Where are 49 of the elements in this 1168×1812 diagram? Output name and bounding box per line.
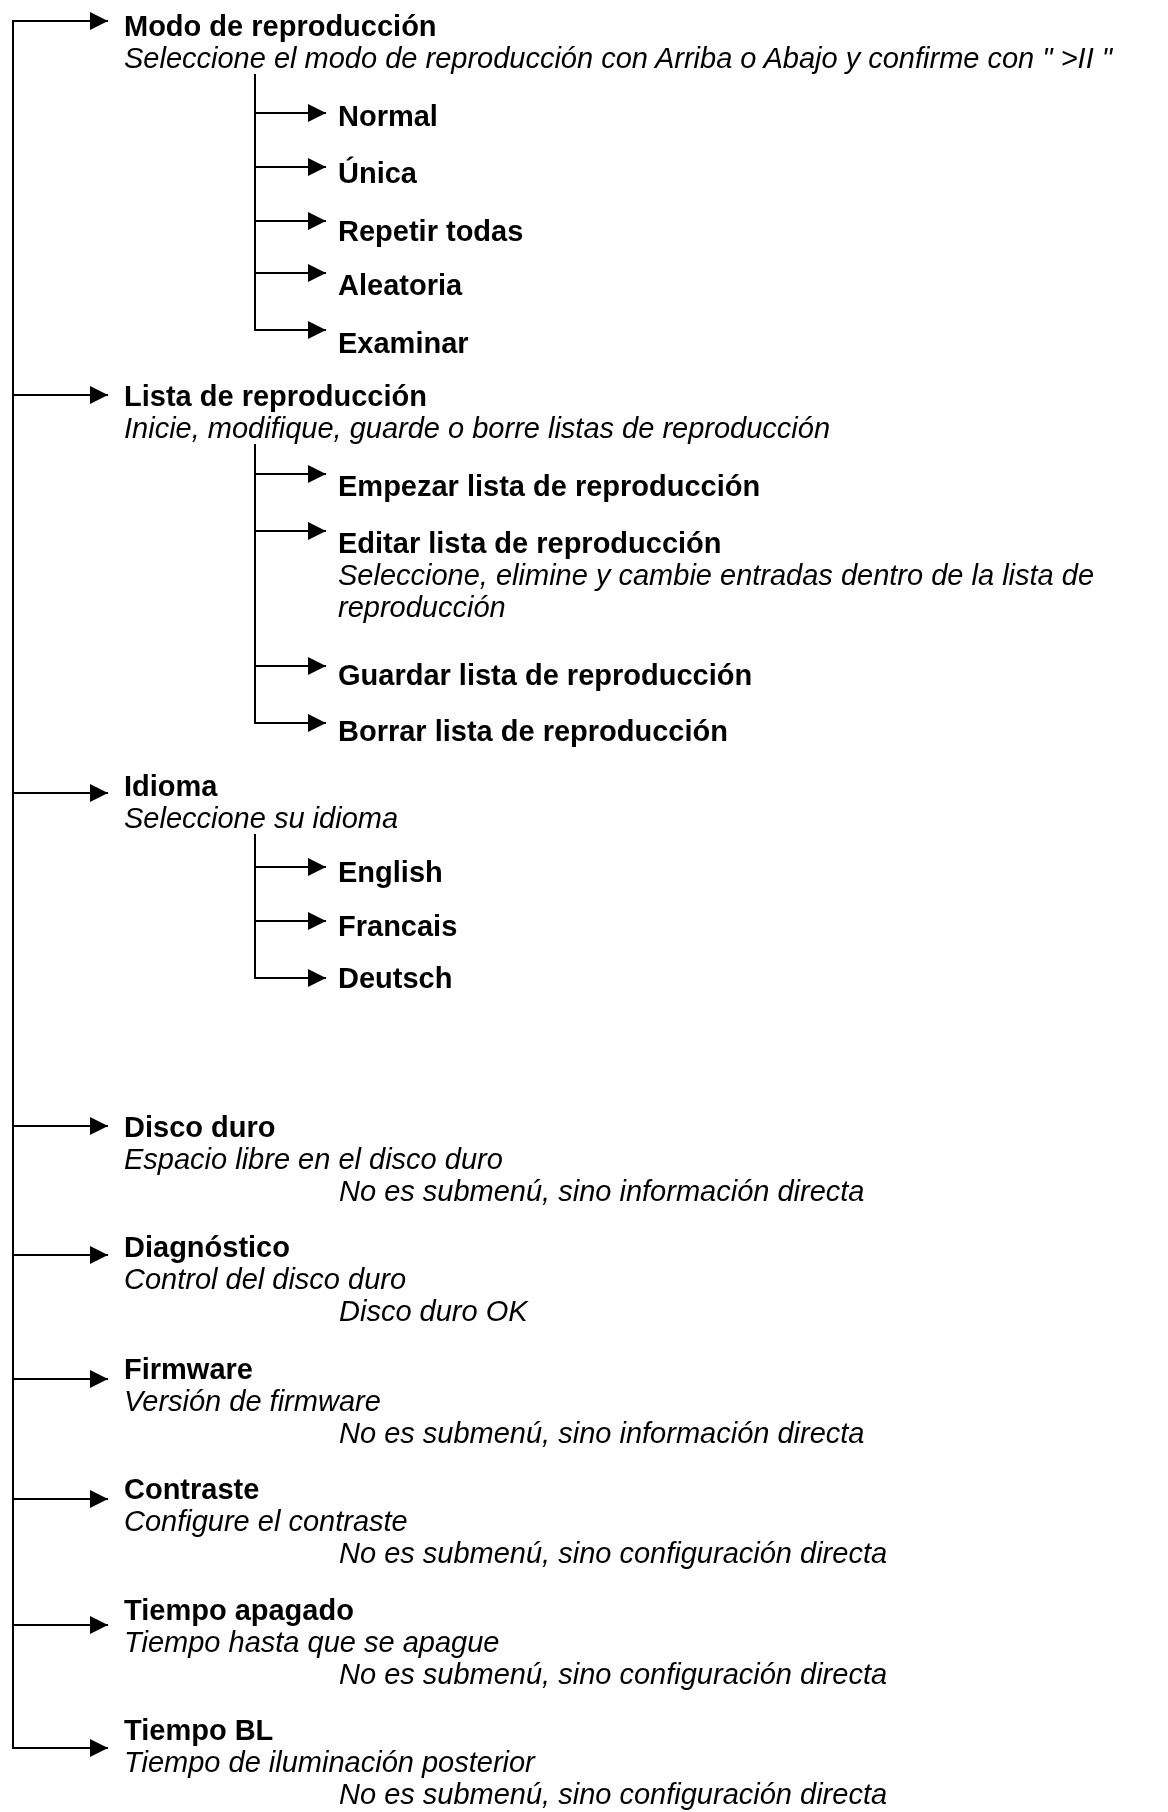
menu-item-title: Francais: [338, 910, 458, 942]
menu-item-note: No es submenú, sino información directa: [339, 1175, 865, 1207]
menu-item-title: English: [338, 856, 443, 888]
menu-item-title: Empezar lista de reproducción: [338, 470, 761, 502]
branch-arrow: [12, 386, 109, 404]
menu-item-title: Diagnóstico: [124, 1231, 291, 1263]
menu-item-description: Seleccione, elimine y cambie entradas dentro de la lista de reproducción: [338, 559, 1096, 623]
branch-arrow: [254, 73, 327, 339]
branch-arrow: [12, 1370, 109, 1388]
menu-item-title: Lista de reproducción: [124, 380, 428, 412]
menu-item-title: Tiempo apagado: [124, 1594, 355, 1626]
menu-item-description: Versión de firmware: [124, 1385, 382, 1417]
menu-item-description: Seleccione su idioma: [124, 802, 399, 834]
menu-item-note: No es submenú, sino información directa: [339, 1417, 865, 1449]
menu-item-title: Borrar lista de reproducción: [338, 715, 728, 747]
branch-arrow: [12, 1117, 109, 1135]
menu-item-description: Inicie, modifique, guarde o borre listas de reproducción: [124, 412, 831, 444]
menu-item-title: Guardar lista de reproducción: [338, 659, 753, 691]
branch-arrow: [254, 443, 327, 732]
menu-item-description: Tiempo de iluminación posterior: [124, 1746, 537, 1778]
menu-item-title: Disco duro: [124, 1111, 277, 1143]
menu-item-description: Tiempo hasta que se apague: [124, 1626, 501, 1658]
branch-arrow: [12, 1246, 109, 1264]
branch-arrow: [12, 1616, 109, 1634]
menu-item-note: No es submenú, sino configuración directa: [339, 1658, 888, 1690]
menu-item-title: Deutsch: [338, 962, 453, 994]
menu-item-description: Configure el contraste: [124, 1505, 409, 1537]
menu-item-description: Espacio libre en el disco duro: [124, 1143, 504, 1175]
menu-item-title: Editar lista de reproducción: [338, 527, 723, 559]
menu-item-title: Firmware: [124, 1353, 254, 1385]
menu-item-title: Contraste: [124, 1473, 261, 1505]
menu-item-title: Repetir todas: [338, 215, 524, 247]
branch-arrow: [12, 12, 109, 30]
menu-item-note: Disco duro OK: [339, 1295, 528, 1327]
branch-arrow: [12, 784, 109, 802]
menu-item-note: No es submenú, sino configuración directa: [339, 1778, 888, 1810]
menu-item-title: Normal: [338, 100, 438, 132]
menu-item-note: No es submenú, sino configuración directa: [339, 1537, 888, 1569]
menu-item-description: Seleccione el modo de reproducción con Arriba o Abajo y confirme con " >II ": [124, 42, 1113, 74]
menu-item-description: Control del disco duro: [124, 1263, 408, 1295]
menu-item-title: Examinar: [338, 327, 469, 359]
menu-item-title: Modo de reproducción: [124, 10, 438, 42]
menu-item-title: Única: [338, 157, 417, 189]
branch-arrow: [254, 833, 327, 987]
menu-item-title: Tiempo BL: [124, 1714, 275, 1746]
branch-arrow: [12, 1490, 109, 1508]
branch-arrow: [12, 1739, 109, 1757]
menu-item-title: Idioma: [124, 770, 219, 802]
menu-item-title: Aleatoria: [338, 269, 463, 301]
